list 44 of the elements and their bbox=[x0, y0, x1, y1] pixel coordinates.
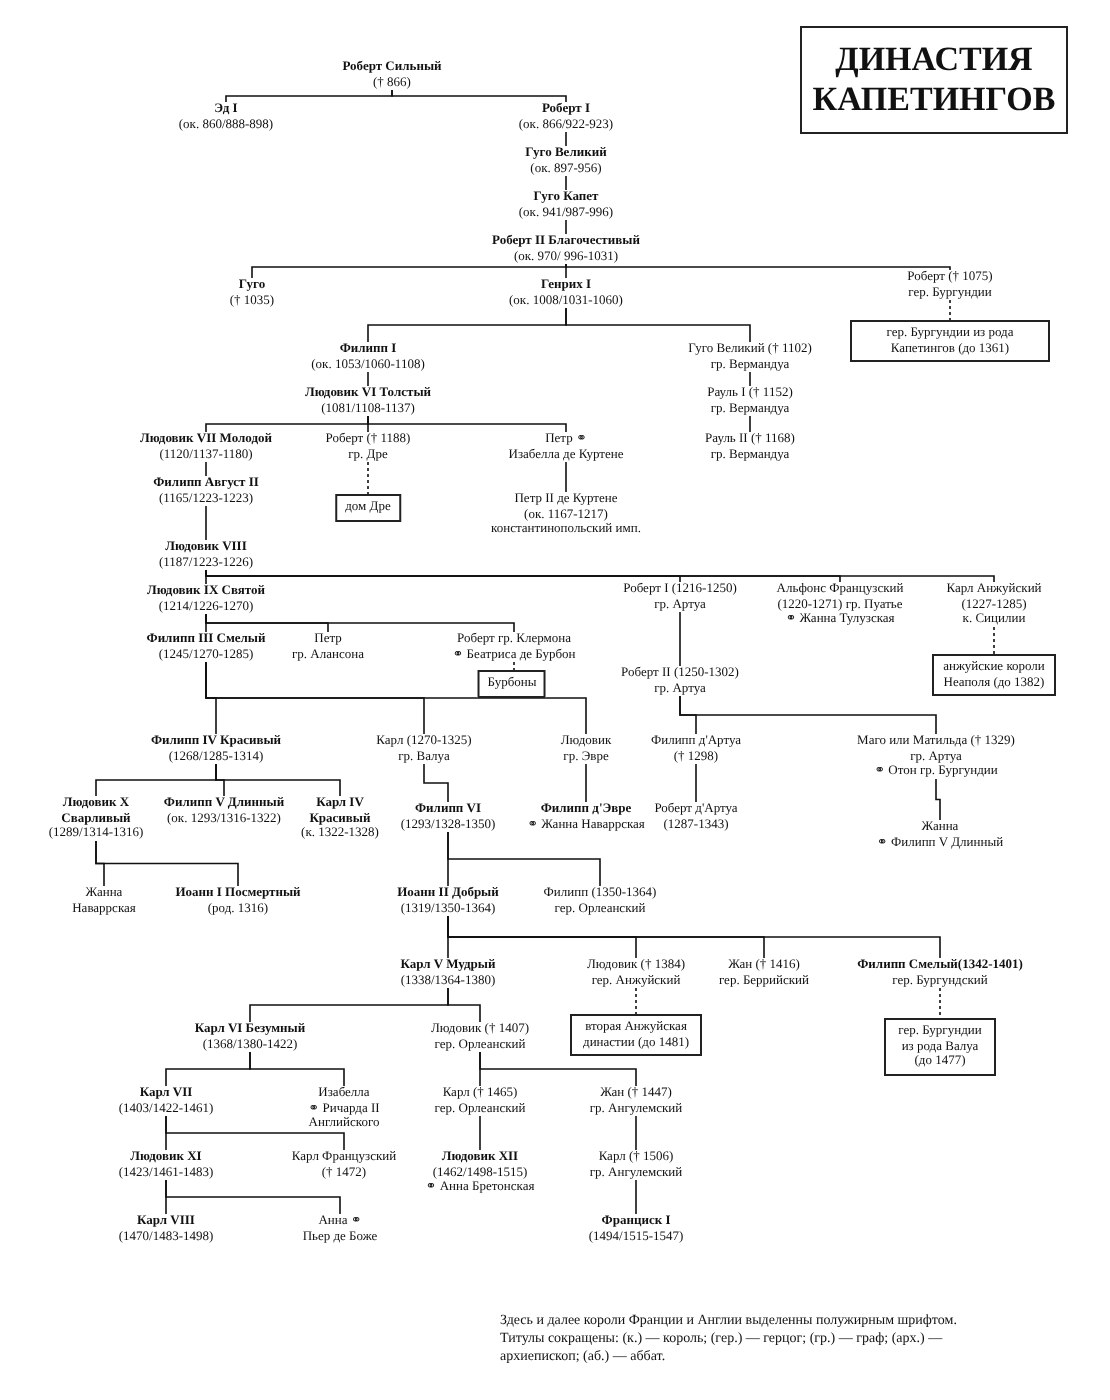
lineage-line bbox=[205, 505, 207, 541]
lineage-line bbox=[749, 371, 751, 387]
lineage-line bbox=[205, 569, 995, 583]
lineage-line bbox=[165, 1179, 341, 1215]
lineage-line bbox=[367, 415, 567, 433]
lineage-line bbox=[165, 1115, 345, 1151]
lineage-line bbox=[447, 831, 601, 887]
lineage-line bbox=[635, 1115, 637, 1151]
lineage-line bbox=[749, 415, 751, 433]
lineage-line bbox=[695, 763, 697, 803]
title: ДИНАСТИЯ КАПЕТИНГОВ bbox=[800, 26, 1068, 134]
lineage-line bbox=[447, 987, 481, 1023]
lineage-line bbox=[585, 763, 587, 803]
dotted-lineage-line bbox=[993, 626, 995, 655]
lineage-line bbox=[565, 307, 751, 343]
lineage-line bbox=[479, 1051, 637, 1087]
dotted-lineage-line bbox=[367, 461, 369, 495]
lineage-line bbox=[565, 263, 951, 271]
lineage-line bbox=[249, 1051, 345, 1087]
lineage-line bbox=[391, 89, 567, 103]
lineage-line bbox=[205, 461, 207, 477]
dotted-lineage-line bbox=[949, 299, 951, 321]
lineage-line bbox=[423, 763, 449, 803]
lineage-line bbox=[679, 611, 681, 667]
lineage-line bbox=[635, 1179, 637, 1215]
dotted-lineage-line bbox=[513, 661, 515, 671]
lineage-line bbox=[205, 661, 587, 735]
dotted-lineage-line bbox=[939, 987, 941, 1019]
lineage-line bbox=[565, 175, 567, 191]
lineage-line bbox=[565, 263, 567, 279]
lineage-line bbox=[367, 371, 369, 387]
lineage-line bbox=[935, 778, 941, 821]
lineage-line bbox=[679, 695, 937, 735]
dotted-lineage-line bbox=[635, 987, 637, 1015]
lineage-line bbox=[215, 763, 341, 797]
lineage-line bbox=[565, 131, 567, 147]
lineage-line bbox=[225, 89, 393, 103]
lineage-line bbox=[447, 915, 941, 959]
lineage-line bbox=[251, 263, 567, 279]
lineage-line bbox=[565, 219, 567, 235]
lineage-line bbox=[95, 840, 239, 887]
lineage-line bbox=[565, 461, 567, 493]
lineage-line bbox=[205, 613, 515, 633]
lineage-line bbox=[479, 1115, 481, 1151]
